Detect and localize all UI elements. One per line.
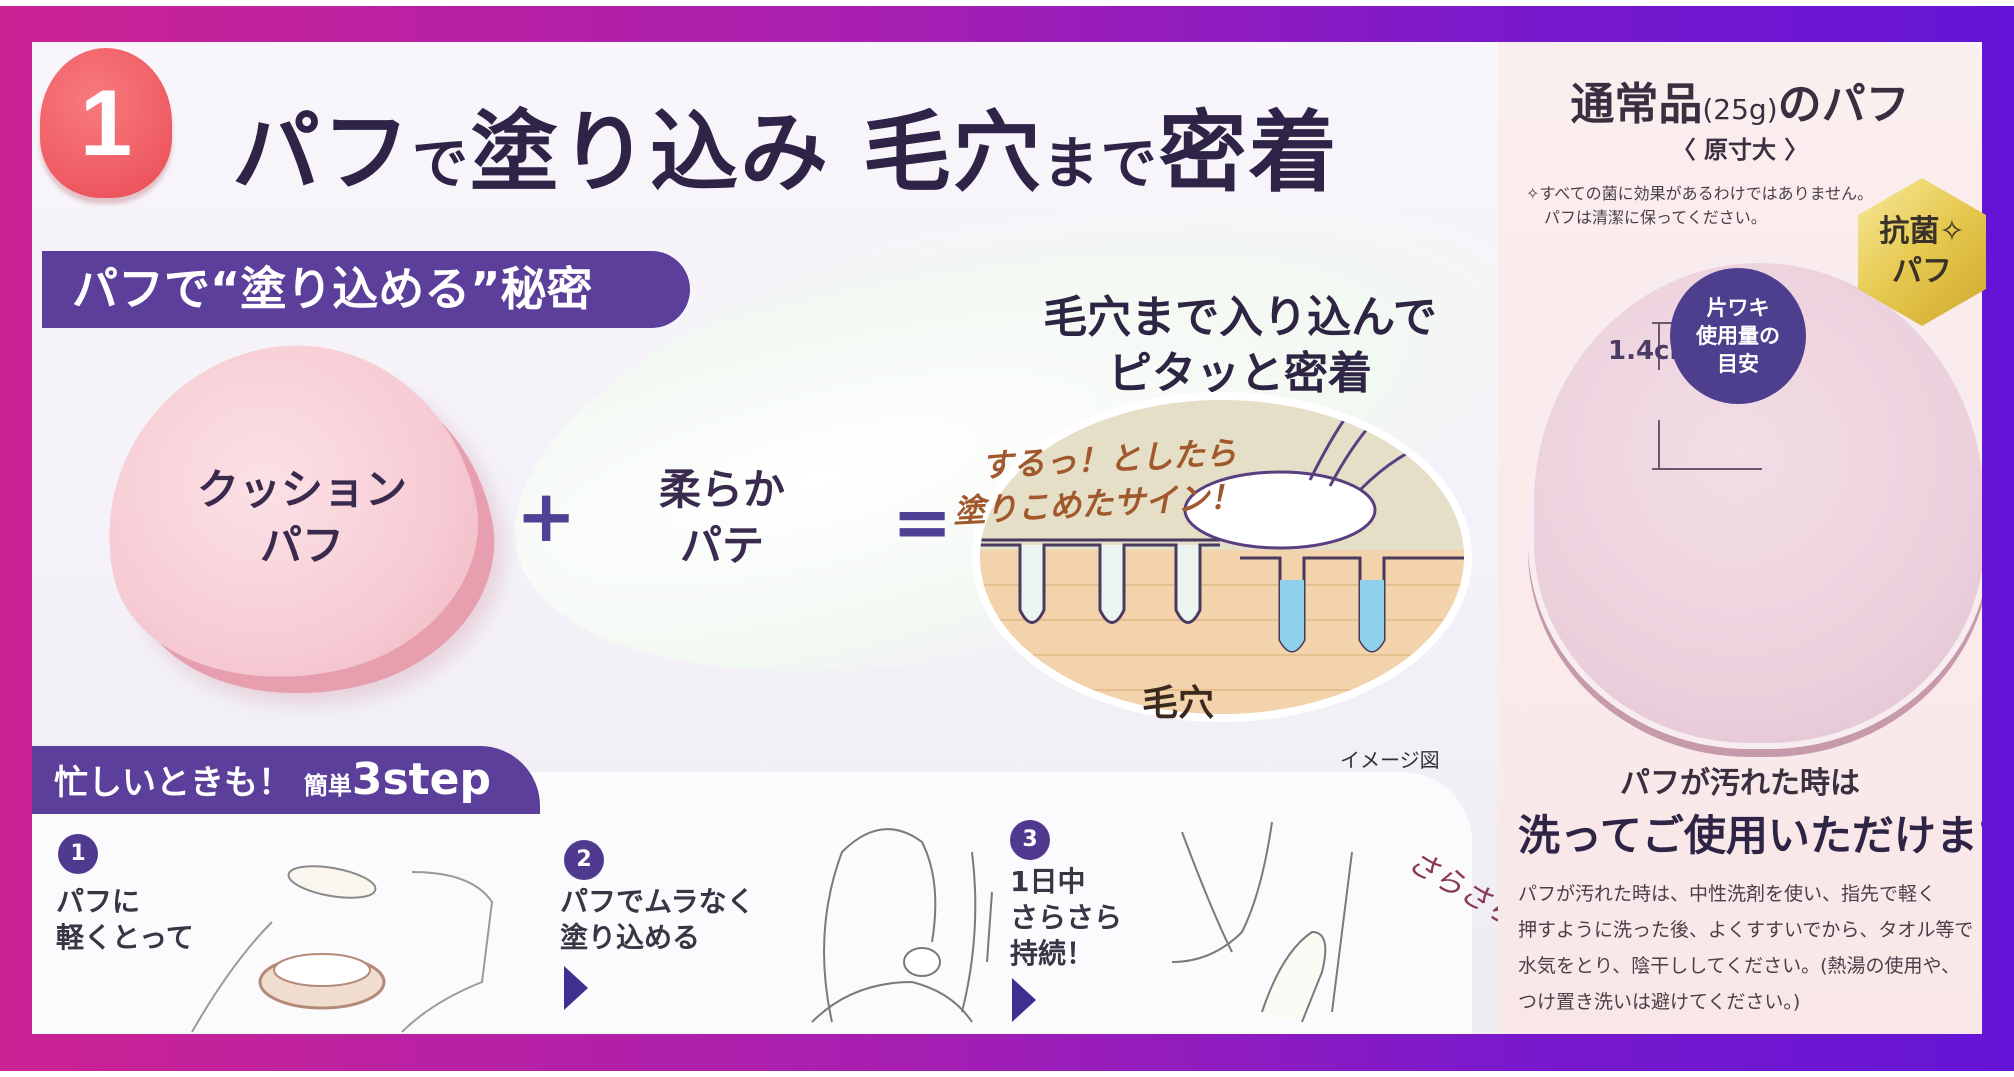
step-line: 持続！ [1010, 937, 1095, 970]
headline-part: パフ [232, 101, 413, 204]
panel-title: 通常品(25g)のパフ [1498, 68, 1982, 132]
section-number-badge: 1 [40, 48, 172, 198]
cushion-puff-label: クッション パフ [182, 462, 422, 574]
tag-text: 3step [351, 754, 492, 805]
page-title: パフで塗り込み 毛穴まで密着 [232, 82, 1339, 209]
step-1-hand-jar-sketch [191, 865, 494, 1033]
note-line: パフは清潔に保ってください。 [1544, 208, 1767, 227]
measure-bottom-line [1652, 468, 1762, 470]
label-line: パテ [679, 521, 764, 570]
headline-part: 密着 [1158, 101, 1339, 204]
soft-paste-label: 柔らか パテ [622, 462, 822, 574]
equals-icon: = [892, 480, 953, 564]
step-2-woman-sketch [811, 828, 993, 1023]
step-1-badge: 1 [58, 834, 98, 874]
step-2-text: パフでムラなく 塗り込める [560, 884, 755, 956]
title-line: 毛穴まで入り込んで [1043, 292, 1437, 343]
measure-arrow-up-icon [1658, 324, 1660, 370]
instruction-line: パフが汚れた時は、中性洗剤を使い、指先で軽く [1518, 883, 1937, 905]
steps-section-label: 忙しいときも！ 簡単3step [32, 746, 540, 814]
headline-part: で [412, 132, 471, 197]
headline-part: 塗り込み 毛穴 [470, 101, 1043, 204]
label-line: パフ [259, 521, 344, 570]
step-line: 軽くとって [56, 921, 194, 954]
pore-section-title: 毛穴まで入り込んで ピタッと密着 [1000, 290, 1480, 402]
label-line: 柔らか [658, 465, 785, 514]
dose-guide-badge: 片ワキ 使用量の 目安 [1670, 268, 1806, 404]
step-3-armpit-sketch [1171, 821, 1353, 1023]
title-part: のパフ [1777, 79, 1910, 130]
product-leaflet: 1 パフで塗り込み 毛穴まで密着 パフで“塗り込める”秘密 クッション パフ +… [32, 42, 1982, 1034]
instruction-line: 水気をとり、陰干ししてください。(熱湯の使用や、 [1518, 955, 1960, 977]
skin-pore-diagram [980, 400, 1464, 714]
step-3-arrow-icon [1012, 978, 1036, 1022]
badge-line: パフ [1892, 254, 1952, 289]
antibacterial-disclaimer: ✧すべての菌に効果があるわけではありません。 パフは清潔に保ってください。 [1526, 182, 1873, 230]
measure-arrow-down-icon [1658, 420, 1660, 468]
step-line: パフに [56, 885, 141, 918]
pore-label: 毛穴 [1142, 683, 1215, 724]
step-line: パフでムラなく [560, 885, 755, 918]
title-line: ピタッと密着 [1108, 348, 1372, 399]
step-2-arrow-icon [564, 966, 588, 1010]
dose-line: 片ワキ [1706, 296, 1770, 320]
instruction-line: 押すように洗った後、よくすすいでから、タオル等で [1518, 919, 1974, 941]
actual-size-subtitle: 〈 原寸大 〉 [1671, 136, 1809, 164]
step-line: 1日中 [1010, 865, 1086, 898]
step-1-text: パフに 軽くとって [56, 884, 194, 956]
title-part: 通常品 [1570, 79, 1703, 130]
pore-illustration [972, 392, 1472, 722]
step-3-text: 1日中 さらさら 持続！ [1010, 864, 1122, 972]
step-line: さらさら [1010, 901, 1123, 934]
step-3-badge: 3 [1010, 820, 1050, 860]
wash-section-title: パフが汚れた時は [1620, 766, 1860, 801]
dose-line: 目安 [1717, 352, 1759, 376]
title-part: (25g) [1702, 93, 1778, 126]
step-2-badge: 2 [564, 840, 604, 880]
headline-part: まで [1042, 132, 1159, 197]
step-line: 塗り込める [560, 921, 701, 954]
image-note: イメージ図 [1340, 748, 1440, 772]
pore-callout-text: するっ！としたら 塗りこめたサイン！ [950, 431, 1242, 534]
secret-section-label: パフで“塗り込める”秘密 [42, 251, 690, 328]
instruction-line: つけ置き洗いは避けてください。) [1518, 991, 1801, 1013]
wash-instructions: パフが汚れた時は、中性洗剤を使い、指先で軽く 押すように洗った後、よくすすいでか… [1518, 876, 1973, 1020]
label-line: クッション [196, 465, 407, 514]
badge-line: 抗菌✧ [1879, 214, 1965, 249]
tag-text: 忙しいときも！ [54, 763, 292, 803]
antibacterial-puff-badge: 抗菌✧ パフ [1858, 178, 1986, 326]
wash-headline: 洗ってご使用いただけます [1518, 811, 1982, 860]
dose-line: 使用量の [1696, 324, 1780, 348]
tag-text: 簡単 [303, 772, 352, 800]
note-line: ✧すべての菌に効果があるわけではありません。 [1526, 184, 1874, 203]
plus-icon: + [516, 474, 577, 558]
